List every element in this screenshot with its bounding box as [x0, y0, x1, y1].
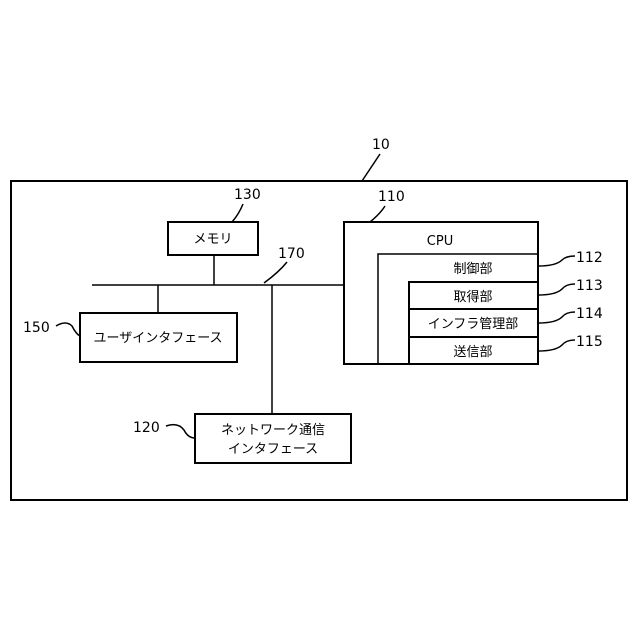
cpu-ref: 110: [378, 189, 405, 205]
network-interface-ref: 120: [133, 420, 160, 436]
acquisition-unit-ref: 113: [576, 278, 603, 294]
memory-ref: 130: [234, 187, 261, 203]
cpu-label: CPU: [427, 234, 453, 249]
infra-management-unit-label: インフラ管理部: [428, 317, 519, 332]
memory-label: メモリ: [193, 232, 232, 247]
control-unit-label: 制御部: [453, 262, 492, 277]
infra-management-unit-ref: 114: [576, 306, 603, 322]
bus-ref: 170: [278, 246, 305, 262]
user-interface-label: ユーザインタフェース: [93, 331, 222, 346]
user-interface-ref: 150: [23, 320, 50, 336]
network-interface-label-line2: インタフェース: [228, 442, 318, 457]
control-unit-ref: 112: [576, 250, 603, 266]
transmission-unit-label: 送信部: [453, 345, 492, 360]
network-interface-label-line1: ネットワーク通信: [221, 423, 325, 438]
acquisition-unit-label: 取得部: [453, 289, 492, 305]
device-ref: 10: [372, 137, 390, 153]
transmission-unit-ref: 115: [576, 334, 603, 350]
device-leader: [362, 154, 380, 181]
